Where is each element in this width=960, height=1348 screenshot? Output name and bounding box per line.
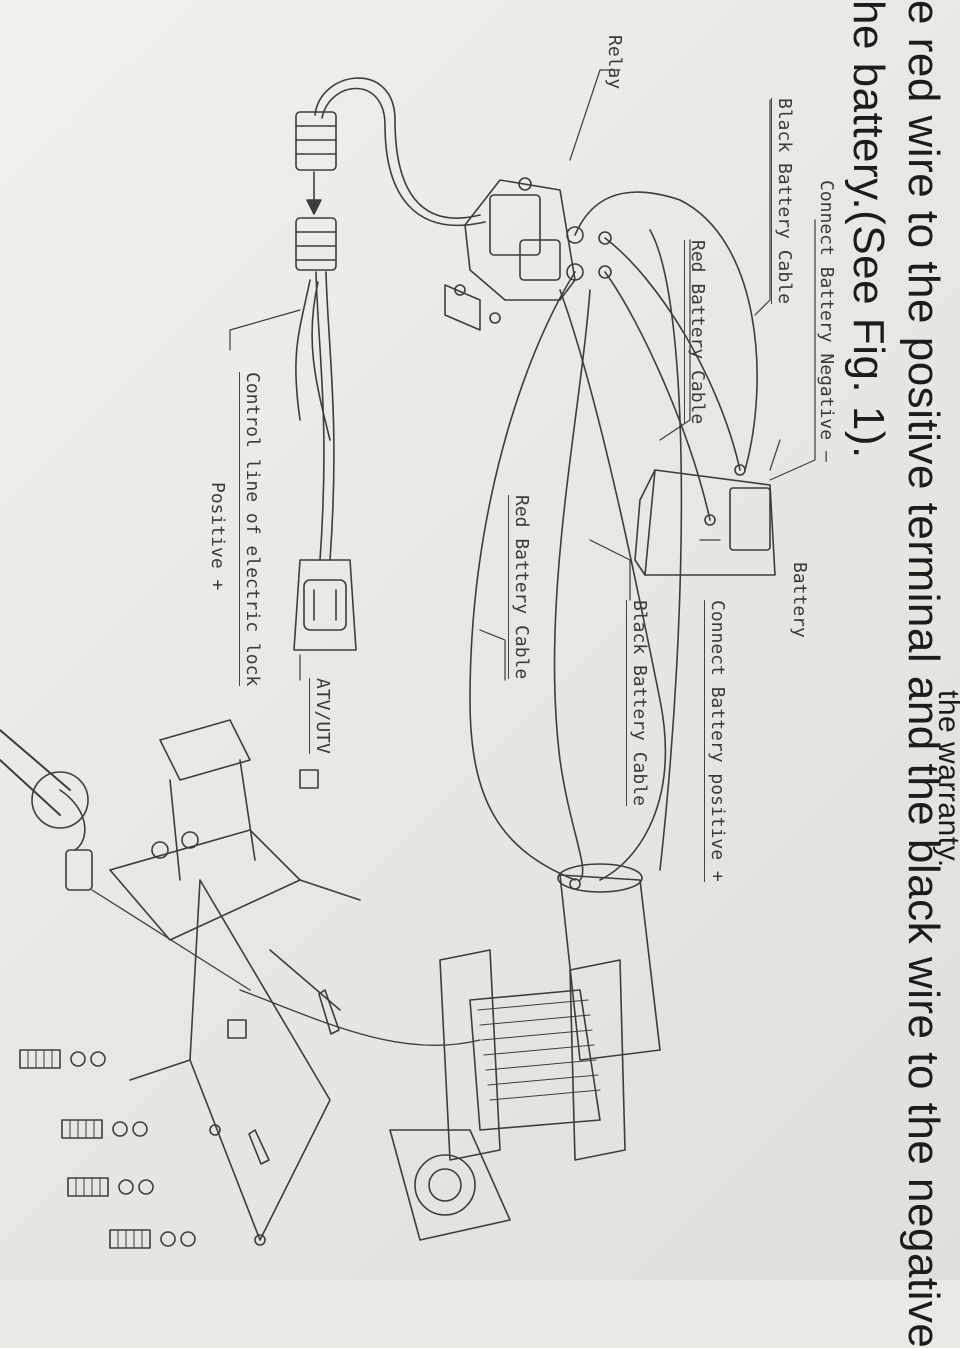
battery — [634, 464, 776, 576]
relay — [444, 177, 612, 331]
winch-motor — [559, 874, 661, 1061]
label-red-battery-cable-top: Red Battery Cable — [684, 240, 708, 425]
plug-connector-lower — [295, 217, 337, 271]
plug-connector-upper — [295, 111, 337, 171]
label-battery: Battery — [789, 562, 810, 638]
bolts — [19, 989, 340, 1249]
label-connect-negative: Connect Battery Negative – — [816, 180, 837, 462]
leader-lines — [229, 69, 816, 681]
label-connect-positive: Connect Battery positive + — [704, 600, 728, 882]
label-atv-utv: ATV/UTV — [309, 678, 333, 754]
instruction-line-1: e red wire to the positive terminal and … — [899, 0, 948, 1348]
hook — [0, 729, 251, 991]
mounting-plate — [109, 719, 361, 1246]
battery-cables — [469, 191, 758, 881]
gear-housing — [389, 1129, 511, 1241]
label-red-battery-cable-mid: Red Battery Cable — [508, 495, 532, 680]
label-control-line: Control line of electric lock — [239, 372, 263, 687]
winch — [239, 863, 661, 1241]
instruction-line-2: he battery.(See Fig. 1). — [844, 0, 893, 459]
winch-drum — [469, 989, 601, 1131]
label-black-battery-cable-mid: Black Battery Cable — [626, 600, 650, 806]
paper-background — [0, 0, 960, 1280]
label-control-positive: Positive + — [207, 482, 228, 591]
control-cable — [293, 77, 486, 651]
label-relay: Relay — [604, 35, 625, 90]
diagram-drawing — [0, 69, 816, 1249]
label-black-battery-cable-top: Black Battery Cable — [771, 98, 795, 304]
atv-utv-plug — [293, 559, 357, 651]
